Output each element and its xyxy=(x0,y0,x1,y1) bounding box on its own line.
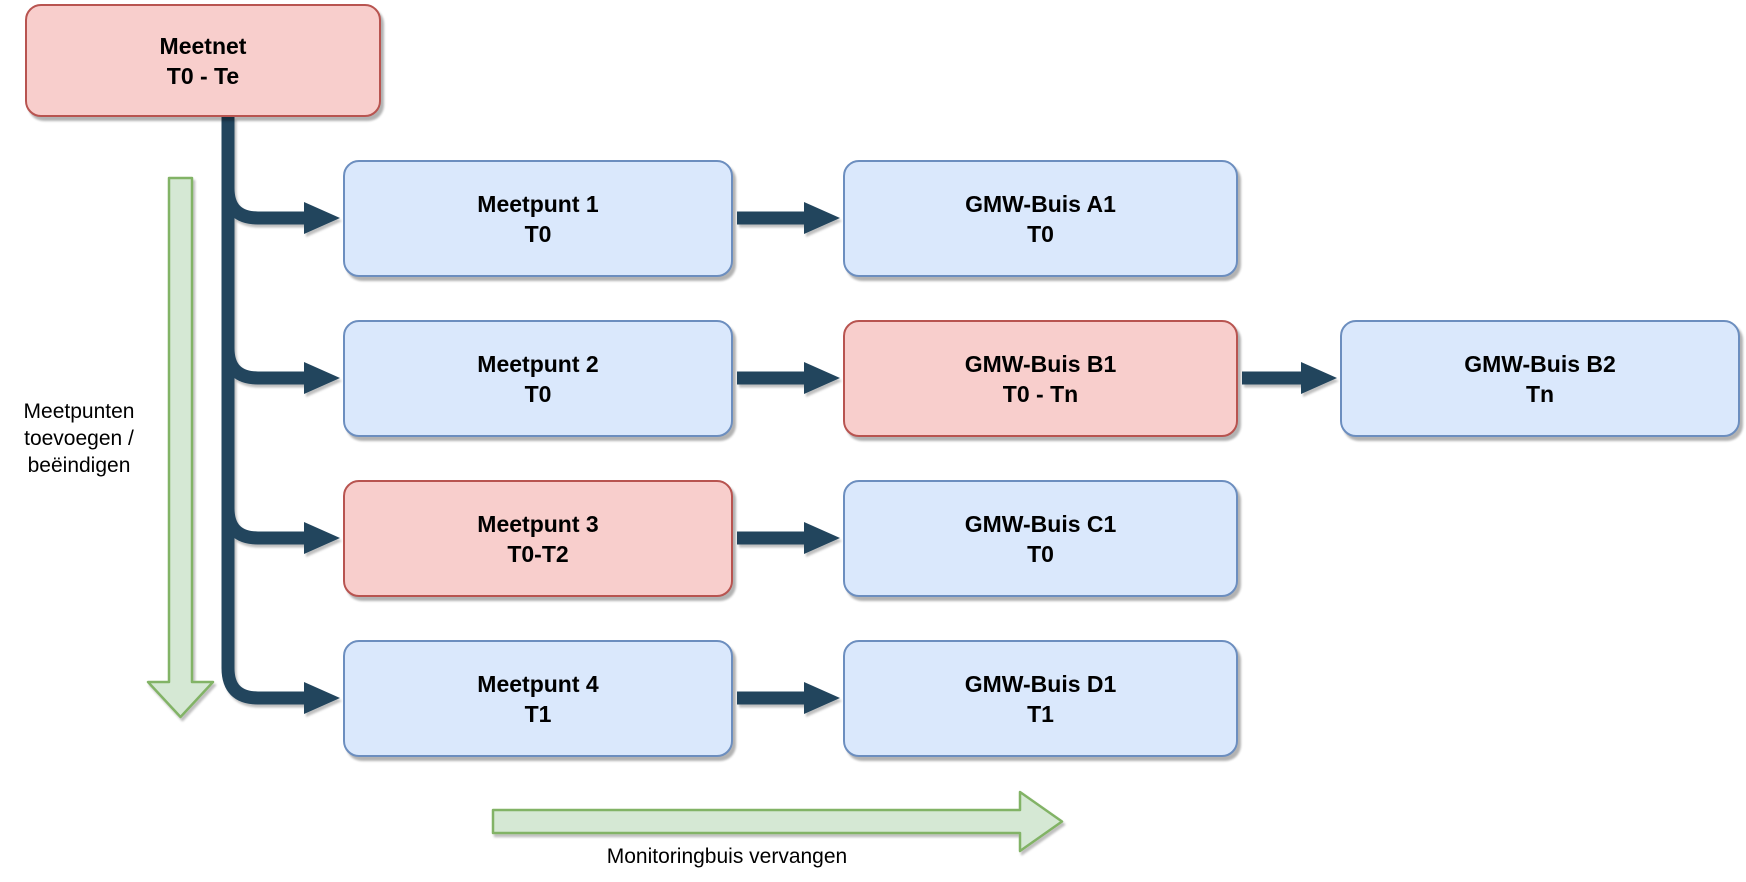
connector-meetnet-meetpunt4 xyxy=(221,117,306,705)
node-gmw-buis-b2-label: GMW-Buis B2 xyxy=(1464,350,1616,377)
node-meetpunt-3-period: T0-T2 xyxy=(507,540,569,567)
node-gmw-buis-c1: GMW-Buis C1 T0 xyxy=(843,480,1238,597)
arrowhead-meetpunt2 xyxy=(304,362,340,394)
arrowhead-gmwB1 xyxy=(804,362,840,394)
arrowhead-gmwC1 xyxy=(804,522,840,554)
node-meetpunt-4-label: Meetpunt 4 xyxy=(477,670,599,697)
arrowhead-meetpunt3 xyxy=(304,522,340,554)
row-connectors xyxy=(737,202,1337,714)
node-gmw-buis-d1-label: GMW-Buis D1 xyxy=(964,670,1117,697)
node-gmw-buis-d1: GMW-Buis D1 T1 xyxy=(843,640,1238,757)
node-gmw-buis-a1-period: T0 xyxy=(1027,220,1054,247)
tree-connectors xyxy=(221,117,340,714)
side-arrow-label: Meetpunten toevoegen / beëindigen xyxy=(23,400,135,477)
node-meetpunt-2-period: T0 xyxy=(524,380,552,407)
arrowhead-meetpunt4 xyxy=(304,682,340,714)
node-meetpunt-1: Meetpunt 1 T0 xyxy=(343,160,733,277)
node-meetpunt-3: Meetpunt 3 T0-T2 xyxy=(343,480,733,597)
node-gmw-buis-a1: GMW-Buis A1 T0 xyxy=(843,160,1238,277)
arrowhead-gmwA1 xyxy=(804,202,840,234)
node-gmw-buis-b1-label: GMW-Buis B1 xyxy=(964,350,1117,377)
node-meetpunt-2-label: Meetpunt 2 xyxy=(477,350,599,377)
arrowhead-gmwD1 xyxy=(804,682,840,714)
node-gmw-buis-b1-period: T0 - Tn xyxy=(1002,380,1079,407)
node-gmw-buis-d1-period: T1 xyxy=(1027,700,1054,727)
node-gmw-buis-b2-period: Tn xyxy=(1525,380,1555,407)
node-meetnet-period: T0 - Te xyxy=(166,62,240,89)
arrowhead-meetpunt1 xyxy=(304,202,340,234)
down-arrow-icon xyxy=(146,176,215,719)
arrowhead-gmwB2 xyxy=(1301,362,1337,394)
node-gmw-buis-a1-label: GMW-Buis A1 xyxy=(965,190,1116,217)
node-meetpunt-2: Meetpunt 2 T0 xyxy=(343,320,733,437)
connector-meetnet-meetpunt1 xyxy=(221,117,306,225)
node-meetpunt-3-label: Meetpunt 3 xyxy=(477,510,599,537)
node-meetnet: Meetnet T0 - Te xyxy=(25,4,381,117)
bottom-arrow-label: Monitoringbuis vervangen xyxy=(606,845,848,868)
node-meetpunt-4: Meetpunt 4 T1 xyxy=(343,640,733,757)
connector-meetnet-meetpunt2 xyxy=(221,117,306,385)
node-gmw-buis-c1-period: T0 xyxy=(1027,540,1054,567)
node-gmw-buis-c1-label: GMW-Buis C1 xyxy=(964,510,1117,537)
connector-meetnet-meetpunt3 xyxy=(221,117,306,545)
node-gmw-buis-b2: GMW-Buis B2 Tn xyxy=(1340,320,1740,437)
node-gmw-buis-b1: GMW-Buis B1 T0 - Tn xyxy=(843,320,1238,437)
node-meetpunt-1-label: Meetpunt 1 xyxy=(477,190,599,217)
node-meetpunt-4-period: T1 xyxy=(524,700,552,727)
node-meetpunt-1-period: T0 xyxy=(524,220,552,247)
node-meetnet-label: Meetnet xyxy=(159,32,247,59)
